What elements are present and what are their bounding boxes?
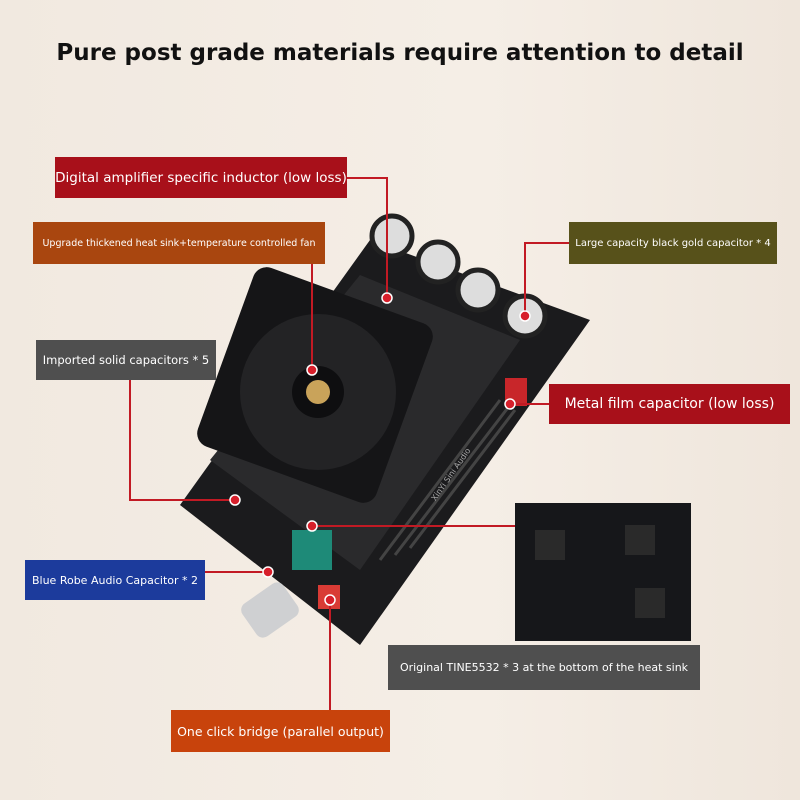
callout-bridge: One click bridge (parallel output) <box>171 710 390 752</box>
callout-lines <box>129 177 569 710</box>
callout-blue-robe: Blue Robe Audio Capacitor * 2 <box>25 560 205 600</box>
potentiometer <box>292 530 332 570</box>
callout-black-gold-capacitor: Large capacity black gold capacitor * 4 <box>569 222 777 264</box>
chip-inset-photo <box>515 503 691 641</box>
volume-knob <box>241 582 299 638</box>
fan-logo <box>306 380 330 404</box>
callout-dots <box>229 292 531 606</box>
page-title: Pure post grade materials require attent… <box>56 40 744 66</box>
callout-solid-capacitors: Imported solid capacitors * 5 <box>36 340 216 380</box>
callout-heatsink: Upgrade thickened heat sink+temperature … <box>33 222 325 264</box>
callout-tine5532: Original TINE5532 * 3 at the bottom of t… <box>388 645 700 690</box>
callout-inductor: Digital amplifier specific inductor (low… <box>55 157 347 198</box>
capacitors <box>369 213 548 339</box>
callout-metal-film: Metal film capacitor (low loss) <box>549 384 790 424</box>
amplifier-board <box>180 213 590 645</box>
